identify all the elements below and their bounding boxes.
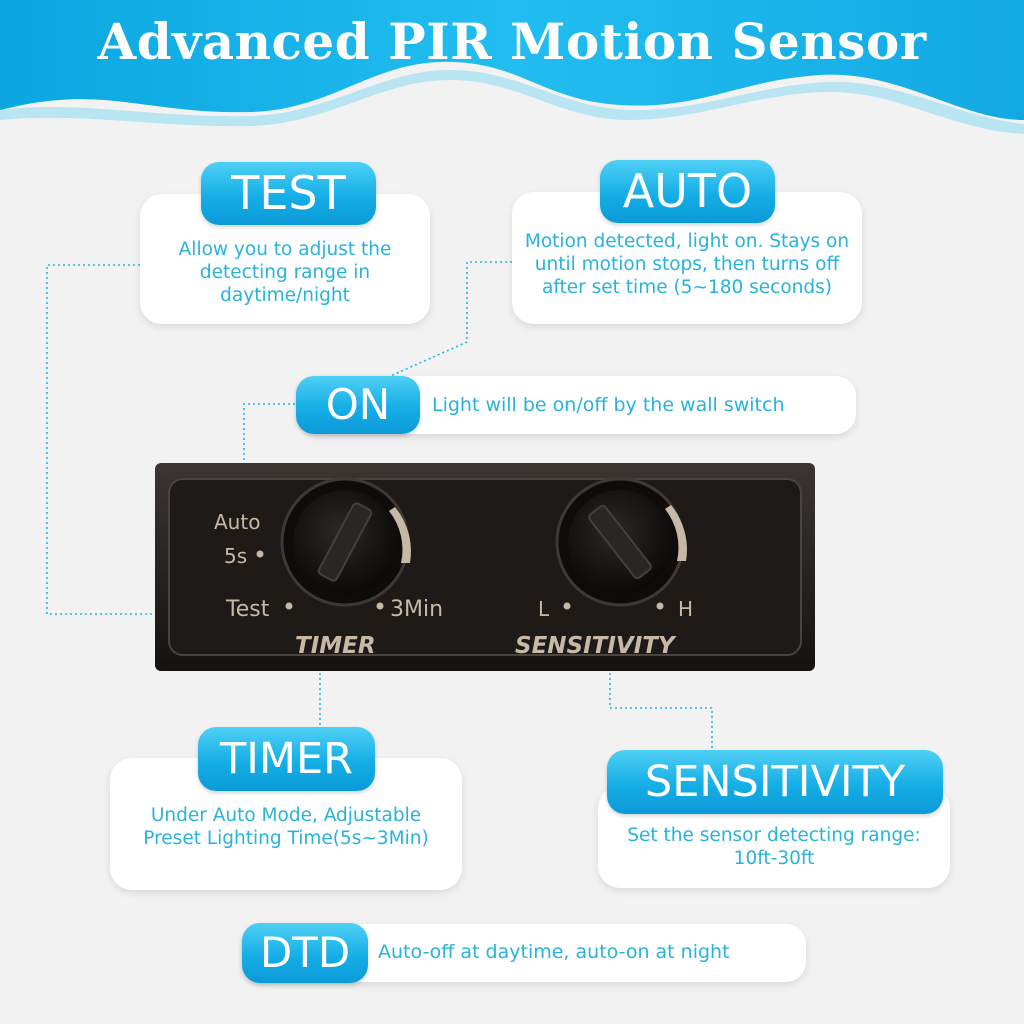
low-mark: L (538, 597, 550, 621)
five-s-mark: 5s (224, 544, 247, 568)
page-title: Advanced PIR Motion Sensor (97, 12, 927, 71)
on-label: ON (296, 376, 420, 434)
auto-description: Motion detected, light on. Stays on unti… (524, 231, 850, 298)
dtd-description: Auto-off at daytime, auto-on at night (378, 941, 730, 963)
sensitivity-knob[interactable] (555, 477, 685, 607)
test-connector (46, 264, 224, 615)
test-label: TEST (201, 162, 376, 225)
on-description: Light will be on/off by the wall switch (432, 394, 785, 416)
sensitivity-connector (609, 658, 713, 756)
test-card: Allow you to adjust the detecting range … (140, 194, 430, 324)
dtd-label: DTD (242, 923, 368, 983)
three-min-mark: 3Min (390, 597, 443, 622)
sensitivity-caption: SENSITIVITY (515, 633, 677, 659)
auto-label: AUTO (600, 160, 775, 223)
timer-caption: TIMER (295, 633, 376, 659)
header-wave (0, 0, 1024, 134)
test-description: Allow you to adjust the detecting range … (178, 239, 392, 306)
sensitivity-arc-icon (665, 505, 687, 561)
timer-knob[interactable] (280, 477, 410, 607)
control-panel: Auto 5s Test 3Min TIMER L H SENSITIVITY (155, 463, 815, 671)
timer-description: Under Auto Mode, Adjustable Preset Light… (143, 805, 429, 849)
timer-label: TIMER (198, 727, 375, 791)
timer-arc-icon (389, 507, 411, 563)
auto-connector (385, 261, 512, 379)
on-connector (243, 403, 300, 505)
high-mark: H (678, 597, 693, 621)
sensitivity-label: SENSITIVITY (607, 750, 943, 814)
sensitivity-description: Set the sensor detecting range: 10ft-30f… (627, 825, 921, 869)
test-mark: Test (225, 597, 270, 622)
auto-mark: Auto (214, 510, 260, 534)
